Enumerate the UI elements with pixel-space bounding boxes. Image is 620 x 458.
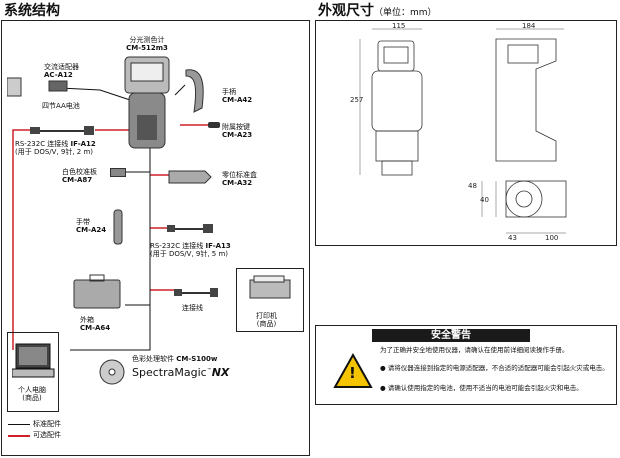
printer-box (236, 268, 304, 332)
meter-image (124, 56, 170, 149)
dimensions-frame (315, 20, 617, 246)
connector-image (174, 288, 218, 297)
dim-d1: 48 (468, 182, 477, 190)
warning-line-1: 为了正确并安全地使用仪器，请确认在使用前详细阅读操作手册。 (380, 346, 569, 354)
warning-item-3: ● 请确认使用指定的电池，使用不适当的电池可能会引起火灾和电击。 (380, 384, 583, 392)
pc-image (12, 343, 55, 378)
white-cal-image (110, 168, 126, 177)
rs232-a-image (30, 126, 94, 135)
battery-label: 四节AA电池 (42, 102, 80, 110)
legend-optional-swatch (8, 435, 30, 437)
case-image (73, 274, 121, 309)
dim-height: 257 (350, 96, 364, 104)
legend-standard-label: 标准配件 (33, 420, 61, 428)
software-cd-icon (99, 359, 125, 385)
legend-standard-swatch (8, 424, 30, 425)
adapter-image (7, 77, 68, 97)
software-label: 色彩处理软件 CM-S100w (132, 355, 218, 363)
dimension-drawings (359, 28, 567, 234)
dim-side-width: 184 (522, 22, 536, 30)
connector-label: 连接线 (182, 304, 203, 312)
dim-d3: 43 (508, 234, 517, 242)
software-brand: SpectraMagic™NX (132, 366, 230, 379)
printer-label: 打印机(商品) (256, 312, 277, 328)
strap-image (113, 209, 123, 245)
pc-trunk-line (70, 305, 151, 351)
system-diagram-frame (1, 20, 310, 456)
warning-item-2: ● 请将仪器连接到指定的电源适配器，不合适的适配器可能会引起火灾或电击。 (380, 364, 609, 372)
pc-box (7, 332, 59, 412)
dim-d4: 100 (545, 234, 559, 242)
attach-knob-image (208, 122, 220, 128)
warning-triangle-icon (333, 353, 373, 388)
rs232-b-image (167, 224, 213, 233)
pc-link-line (12, 129, 30, 350)
pc-label: 个人电脑(商品) (18, 386, 46, 402)
rs232-b-label: RS-232C 连接线 IF-A13 (用于 DOS/V, 9针, 5 m) (150, 242, 231, 258)
warning-mark: ! (349, 364, 356, 382)
connection-lines (12, 84, 210, 351)
zero-cal-image (168, 170, 212, 184)
rs232-a-label: RS-232C 连接线 IF-A12 (用于 DOS/V, 9针, 2 m) (15, 140, 96, 156)
dim-d2: 40 (480, 196, 489, 204)
system-title: 系统结构 (4, 3, 60, 19)
warning-box (315, 325, 617, 405)
handstrap-link-line (174, 84, 186, 96)
printer-image (249, 275, 291, 299)
handstrap-image (185, 69, 204, 113)
legend-optional-label: 可选配件 (33, 431, 61, 439)
dim-front-width: 115 (392, 22, 406, 30)
dimensions-title: 外观尺寸（单位：mm） (318, 3, 437, 19)
warning-title: 安全警告 (372, 329, 530, 342)
adapter-cord (59, 87, 131, 101)
